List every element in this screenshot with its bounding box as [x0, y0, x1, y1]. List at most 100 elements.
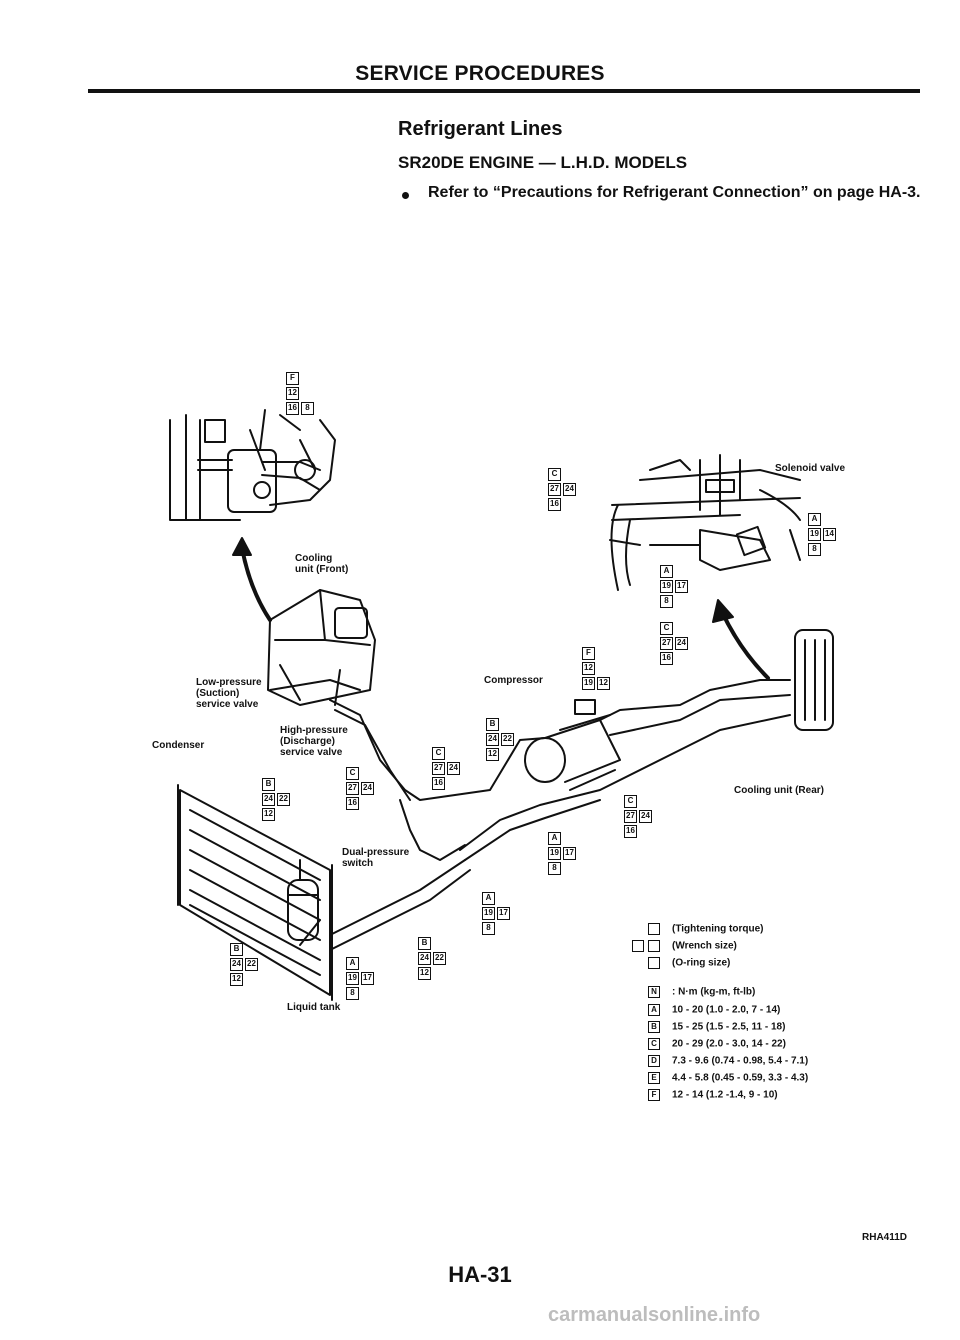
callout-box: 12: [582, 662, 595, 675]
torque-units-icon: N: [648, 986, 660, 998]
callout-box: 27: [624, 810, 637, 823]
callout-box: C: [432, 747, 445, 760]
callout-box: 16: [432, 777, 445, 790]
cooling-unit-rear-body: [794, 629, 834, 731]
callout-box: C: [346, 767, 359, 780]
label-cooling-unit-rear: Cooling unit (Rear): [734, 785, 824, 796]
callout-box: B: [486, 718, 499, 731]
callout-box: 27: [548, 483, 561, 496]
section-title: Refrigerant Lines: [398, 118, 563, 140]
callout-box: 17: [497, 907, 510, 920]
legend-key-oring-size: (O-ring size): [648, 957, 730, 969]
callout-box: 8: [301, 402, 314, 415]
torque-code-box: C: [648, 1038, 660, 1050]
callout-box: 12: [486, 748, 499, 761]
callout-box: 19: [482, 907, 495, 920]
callout-box: 19: [548, 847, 561, 860]
torque-spec-d: D 7.3 - 9.6 (0.74 - 0.98, 5.4 - 7.1): [648, 1055, 808, 1067]
label-high-pressure-valve: High-pressure (Discharge) service valve: [280, 725, 348, 758]
callout-box: 24: [639, 810, 652, 823]
callout-box: 16: [286, 402, 299, 415]
callout-box: 12: [230, 973, 243, 986]
figure-reference-code: RHA411D: [862, 1232, 908, 1243]
callout-box: 24: [563, 483, 576, 496]
torque-spec-b: B 15 - 25 (1.5 - 2.5, 11 - 18): [648, 1021, 785, 1033]
torque-code-box: D: [648, 1055, 660, 1067]
header-rule: [88, 89, 920, 93]
callout-box: 19: [582, 677, 595, 690]
callout-box: 24: [418, 952, 431, 965]
callout-box: C: [548, 468, 561, 481]
front-connection-detail: [169, 409, 336, 521]
callout-box: 27: [346, 782, 359, 795]
callout-box: 16: [624, 825, 637, 838]
callout-box: 24: [361, 782, 374, 795]
callout-box: 27: [660, 637, 673, 650]
label-condenser: Condenser: [152, 740, 205, 751]
callout-box: A: [346, 957, 359, 970]
legend-box-icon: [648, 957, 660, 969]
callout-box: 22: [501, 733, 514, 746]
callout-box: 22: [433, 952, 446, 965]
torque-code-box: B: [648, 1021, 660, 1033]
precaution-bullet: Refer to “Precautions for Refrigerant Co…: [428, 184, 921, 201]
compressor-body: [524, 699, 621, 791]
callout-box: B: [418, 937, 431, 950]
section-subtitle: SR20DE ENGINE — L.H.D. MODELS: [398, 153, 688, 172]
label-solenoid-valve: Solenoid valve: [775, 463, 846, 474]
callout-box: A: [808, 513, 821, 526]
callout-box: 17: [675, 580, 688, 593]
callout-box: F: [582, 647, 595, 660]
callout-box: 24: [262, 793, 275, 806]
callout-box: C: [660, 622, 673, 635]
legend-box-icon: [632, 940, 644, 952]
callout-box: 24: [486, 733, 499, 746]
callout-box: 24: [447, 762, 460, 775]
torque-code-box: E: [648, 1072, 660, 1084]
label-compressor: Compressor: [484, 675, 543, 686]
torque-spec-text: 10 - 20 (1.0 - 2.0, 7 - 14): [672, 1004, 781, 1016]
refrigerant-pipes: [299, 679, 791, 951]
callout-box: F: [286, 372, 299, 385]
page-header-title: SERVICE PROCEDURES: [355, 62, 605, 85]
condenser-core: [177, 784, 333, 1001]
cooling-unit-front-body: [267, 589, 376, 706]
torque-spec-f: F 12 - 14 (1.2 -1.4, 9 - 10): [648, 1089, 778, 1101]
callout-box: 16: [346, 797, 359, 810]
callout-box: B: [230, 943, 243, 956]
bullet-icon: [402, 192, 409, 199]
callout-box: 17: [563, 847, 576, 860]
legend-box-icon: [648, 923, 660, 935]
callout-box: 14: [823, 528, 836, 541]
callout-box: A: [548, 832, 561, 845]
callout-box: 12: [286, 387, 299, 400]
torque-spec-text: 12 - 14 (1.2 -1.4, 9 - 10): [672, 1089, 778, 1101]
torque-spec-text: 7.3 - 9.6 (0.74 - 0.98, 5.4 - 7.1): [672, 1055, 809, 1067]
torque-spec-e: E 4.4 - 5.8 (0.45 - 0.59, 3.3 - 4.3): [648, 1072, 808, 1084]
callout-box: 27: [432, 762, 445, 775]
torque-spec-text: 20 - 29 (2.0 - 3.0, 14 - 22): [672, 1038, 786, 1050]
legend-units: N: N·m (kg-m, ft-lb): [648, 986, 755, 998]
callout-box: 24: [675, 637, 688, 650]
watermark: carmanualsonline.info: [548, 1304, 761, 1326]
callout-box: 8: [346, 987, 359, 1000]
callout-box: 17: [361, 972, 374, 985]
legend-key-tightening-torque: (Tightening torque): [648, 923, 763, 935]
legend-key-wrench-size: (Wrench size): [632, 940, 737, 952]
callout-box: 8: [548, 862, 561, 875]
label-low-pressure-valve: Low-pressure (Suction) service valve: [196, 677, 262, 710]
callout-box: C: [624, 795, 637, 808]
callout-box: 8: [808, 543, 821, 556]
torque-spec-text: 15 - 25 (1.5 - 2.5, 11 - 18): [672, 1021, 786, 1033]
label-cooling-unit-front: Cooling unit (Front): [295, 553, 349, 575]
callout-box: A: [482, 892, 495, 905]
torque-spec-text: 4.4 - 5.8 (0.45 - 0.59, 3.3 - 4.3): [672, 1072, 809, 1084]
torque-code-box: F: [648, 1089, 660, 1101]
callout-box: 12: [418, 967, 431, 980]
callout-box: 16: [548, 498, 561, 511]
callout-box: 12: [597, 677, 610, 690]
solenoid-valve-detail: [609, 454, 801, 591]
callout-box: 12: [262, 808, 275, 821]
callout-box: 16: [660, 652, 673, 665]
